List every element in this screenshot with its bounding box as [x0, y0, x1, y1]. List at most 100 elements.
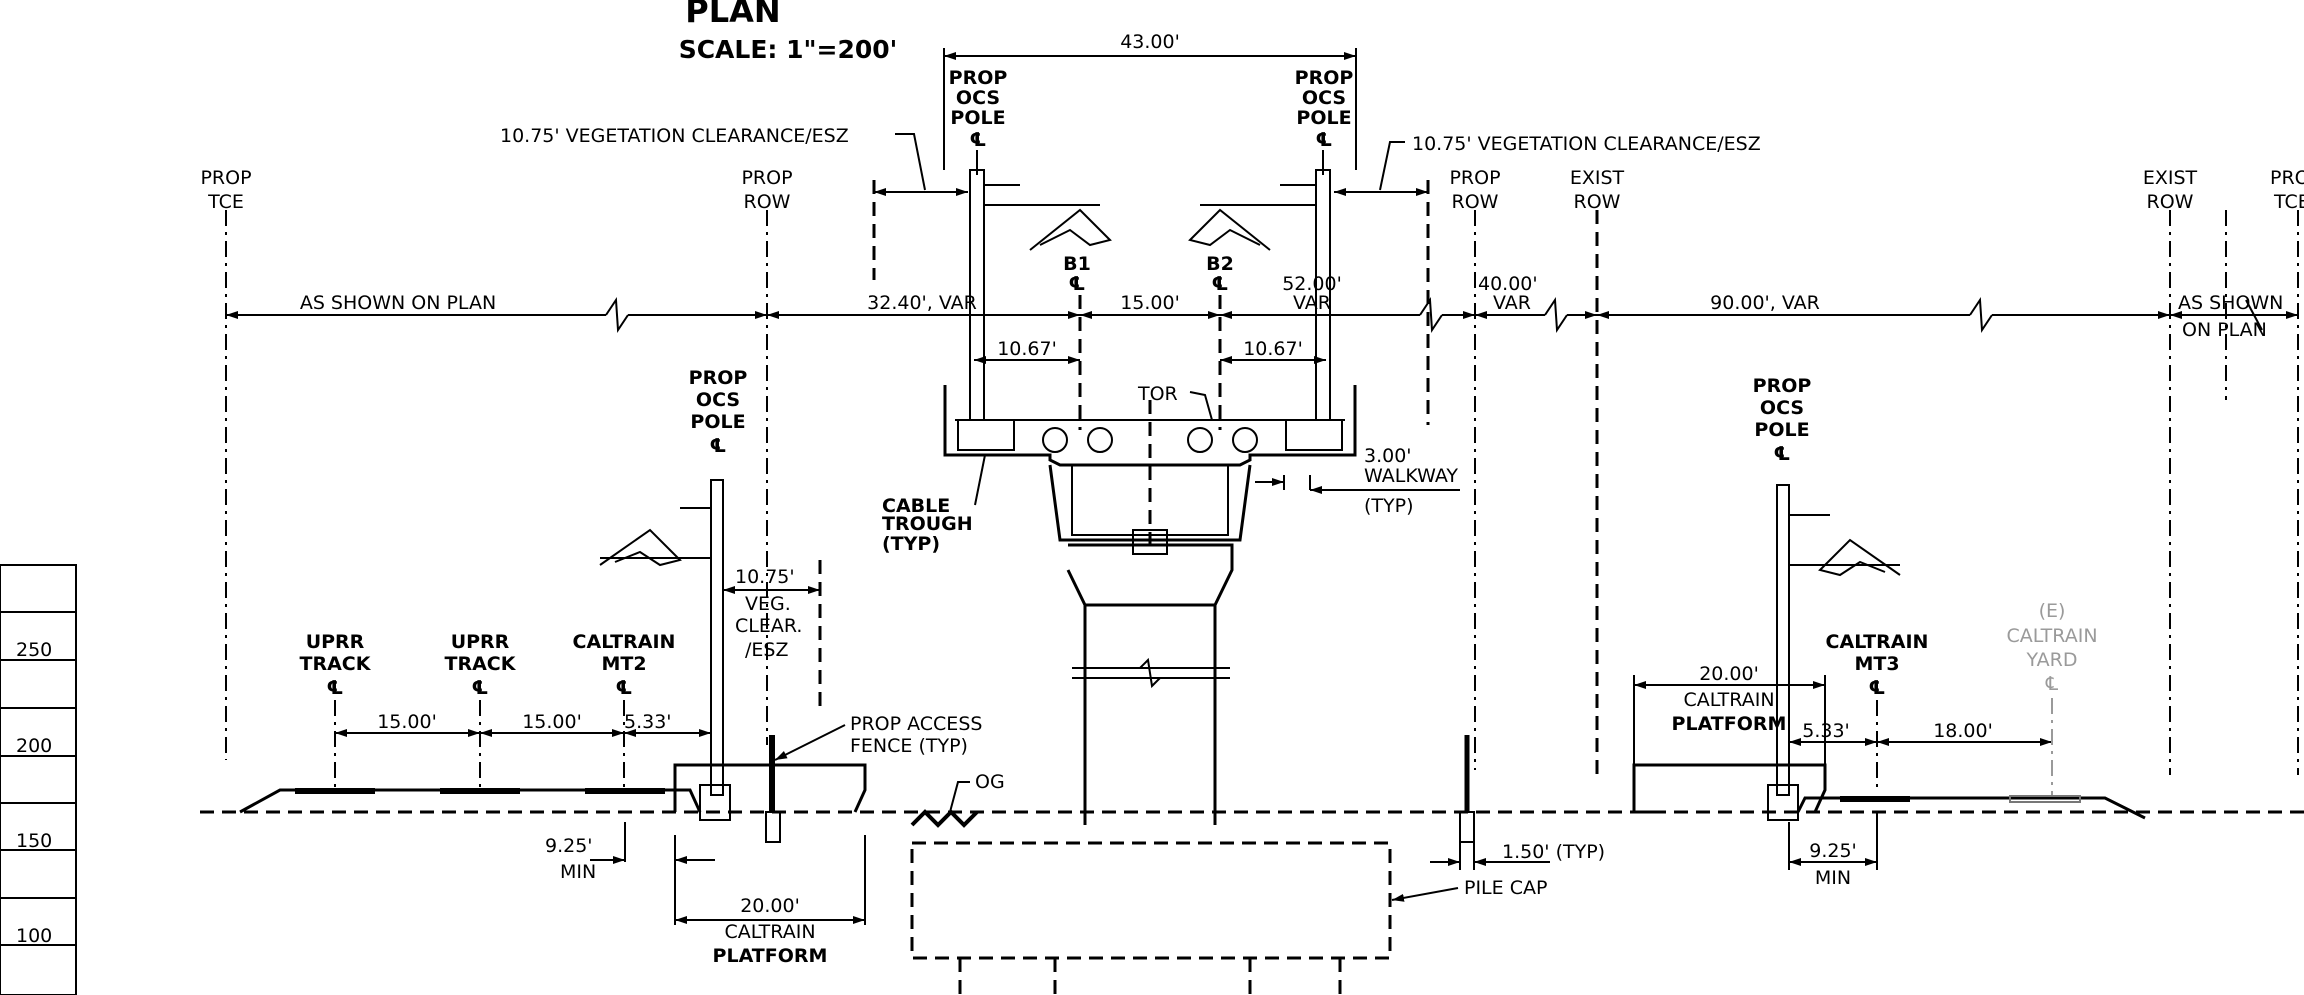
svg-text:/ESZ: /ESZ [745, 639, 788, 661]
svg-text:℄: ℄ [471, 677, 488, 699]
left-caltrain-platform [673, 763, 867, 813]
svg-text:PILE CAP: PILE CAP [1464, 877, 1547, 899]
caltrain-mt3-label: CALTRAIN MT3 ℄ [1826, 631, 1929, 699]
exist-row-left-label: EXIST ROW [1570, 167, 1625, 213]
svg-text:℄: ℄ [615, 677, 632, 699]
svg-text:PROP: PROP [200, 167, 251, 189]
svg-text:VAR: VAR [1293, 292, 1331, 314]
svg-text:PROP: PROP [2270, 167, 2304, 189]
svg-text:ROW: ROW [1574, 191, 1621, 213]
svg-text:TROUGH: TROUGH [882, 513, 973, 535]
svg-text:PROP: PROP [949, 67, 1008, 89]
svg-text:32.40', VAR: 32.40', VAR [867, 292, 977, 314]
svg-text:MIN: MIN [560, 861, 596, 883]
bridge-deck [943, 385, 1357, 555]
veg-clearance-left: 10.75' VEGETATION CLEARANCE/ESZ [500, 125, 849, 147]
right-caltrain-platform [1632, 763, 1827, 814]
pile-dimension: 1.50' (TYP) PILE CAP [1391, 838, 1605, 902]
prop-row-right-label: PROP ROW [1449, 167, 1500, 213]
svg-text:PLATFORM: PLATFORM [1672, 713, 1787, 735]
main-dimension-row: AS SHOWN ON PLAN 32.40', VAR 15.00' 52.0… [226, 273, 2298, 341]
svg-text:CALTRAIN: CALTRAIN [2006, 625, 2097, 647]
prop-row-left-label: PROP ROW [741, 167, 792, 213]
svg-text:OCS: OCS [696, 389, 740, 411]
prop-ocs-pole-right-label: PROP OCS POLE ℄ [1295, 67, 1354, 151]
svg-text:℄: ℄ [1315, 129, 1332, 151]
b1-label: B1 ℄ [1063, 253, 1091, 295]
b2-label: B2 ℄ [1206, 253, 1234, 295]
prop-ocs-pole-lower-left-label: PROP OCS POLE ℄ [689, 367, 748, 457]
svg-text:℄: ℄ [1068, 273, 1085, 295]
scale-label: SCALE: 1"=200' [679, 35, 898, 64]
svg-text:OCS: OCS [956, 87, 1000, 109]
existing-caltrain-yard-label: (E) CALTRAIN YARD ℄ [2006, 600, 2097, 695]
dim-20-platform-left: 20.00' CALTRAIN PLATFORM [674, 835, 866, 967]
ocs-pole-lower-right [1767, 484, 1901, 821]
svg-text:PROP: PROP [741, 167, 792, 189]
svg-text:PROP ACCESS: PROP ACCESS [850, 713, 982, 735]
svg-text:AS SHOWN ON PLAN: AS SHOWN ON PLAN [300, 292, 496, 314]
right-fence [1459, 735, 1475, 843]
svg-text:℄: ℄ [326, 677, 343, 699]
svg-text:AS SHOWN: AS SHOWN [2178, 292, 2283, 314]
svg-text:PROP: PROP [1753, 375, 1812, 397]
svg-text:52.00': 52.00' [1282, 273, 1342, 295]
plan-title: PLAN [685, 0, 780, 30]
elev-250: 250 [16, 639, 52, 661]
svg-text:EXIST: EXIST [2143, 167, 2198, 189]
svg-text:PROP: PROP [689, 367, 748, 389]
dim-1067-left: 10.67' [997, 338, 1057, 360]
row-lines [225, 210, 2299, 775]
prop-ocs-pole-left-label: PROP OCS POLE ℄ [949, 67, 1008, 151]
svg-text:OCS: OCS [1760, 397, 1804, 419]
exist-row-right-label: EXIST ROW [2143, 167, 2198, 213]
svg-text:YARD: YARD [2026, 649, 2078, 671]
svg-text:CALTRAIN: CALTRAIN [573, 631, 676, 653]
dim-1067-right: 10.67' [1243, 338, 1303, 360]
walkway-dimension: 3.00' WALKWAY (TYP) [1255, 445, 1460, 517]
elev-100: 100 [16, 925, 52, 947]
svg-text:(TYP): (TYP) [882, 533, 940, 555]
svg-text:40.00': 40.00' [1478, 273, 1538, 295]
pile-cap [910, 841, 1392, 960]
left-track-bed [239, 788, 702, 814]
svg-text:(TYP): (TYP) [1364, 495, 1414, 517]
uprr-track-1-label: UPRR TRACK ℄ [300, 631, 372, 699]
svg-text:90.00', VAR: 90.00', VAR [1710, 292, 1820, 314]
veg-clearance-right: 10.75' VEGETATION CLEARANCE/ESZ [1412, 133, 1761, 155]
svg-text:10.75': 10.75' [735, 566, 795, 588]
og-ground-symbol: OG [910, 771, 1005, 828]
right-track-bed [1796, 795, 2146, 820]
dim-15-b: 15.00' [522, 711, 582, 733]
svg-text:POLE: POLE [1296, 107, 1351, 129]
svg-text:B1: B1 [1063, 253, 1091, 275]
caltrain-mt2-label: CALTRAIN MT2 ℄ [573, 631, 676, 699]
veg-clearance-lower: 10.75' VEG. CLEAR. /ESZ [723, 560, 822, 710]
uprr-track-2-label: UPRR TRACK ℄ [445, 631, 517, 699]
svg-text:CABLE: CABLE [882, 495, 950, 517]
svg-text:POLE: POLE [690, 411, 745, 433]
dim-925-min-left: 9.25' MIN [545, 822, 715, 883]
svg-text:ROW: ROW [744, 191, 791, 213]
svg-text:PLATFORM: PLATFORM [713, 945, 828, 967]
svg-text:CALTRAIN: CALTRAIN [1683, 689, 1774, 711]
svg-text:9.25': 9.25' [1809, 840, 1857, 862]
cable-trough-label: CABLE TROUGH (TYP) [882, 495, 973, 555]
svg-text:℄: ℄ [1773, 443, 1790, 465]
svg-text:WALKWAY: WALKWAY [1364, 465, 1458, 487]
svg-text:MT3: MT3 [1854, 653, 1899, 675]
svg-text:TCE: TCE [2273, 191, 2304, 213]
access-fence: PROP ACCESS FENCE (TYP) [765, 713, 982, 843]
svg-text:EXIST: EXIST [1570, 167, 1625, 189]
elev-150: 150 [16, 830, 52, 852]
svg-text:℄: ℄ [709, 435, 726, 457]
svg-text:UPRR: UPRR [451, 631, 510, 653]
svg-text:ROW: ROW [1452, 191, 1499, 213]
svg-text:CALTRAIN: CALTRAIN [1826, 631, 1929, 653]
prop-ocs-pole-lower-right-label: PROP OCS POLE ℄ [1753, 375, 1812, 465]
dim-533-b: 5.33' [1802, 720, 1850, 742]
svg-text:ROW: ROW [2147, 191, 2194, 213]
svg-text:℄: ℄ [2045, 673, 2059, 695]
dim-20-platform-right: 20.00' CALTRAIN PLATFORM [1633, 663, 1826, 765]
